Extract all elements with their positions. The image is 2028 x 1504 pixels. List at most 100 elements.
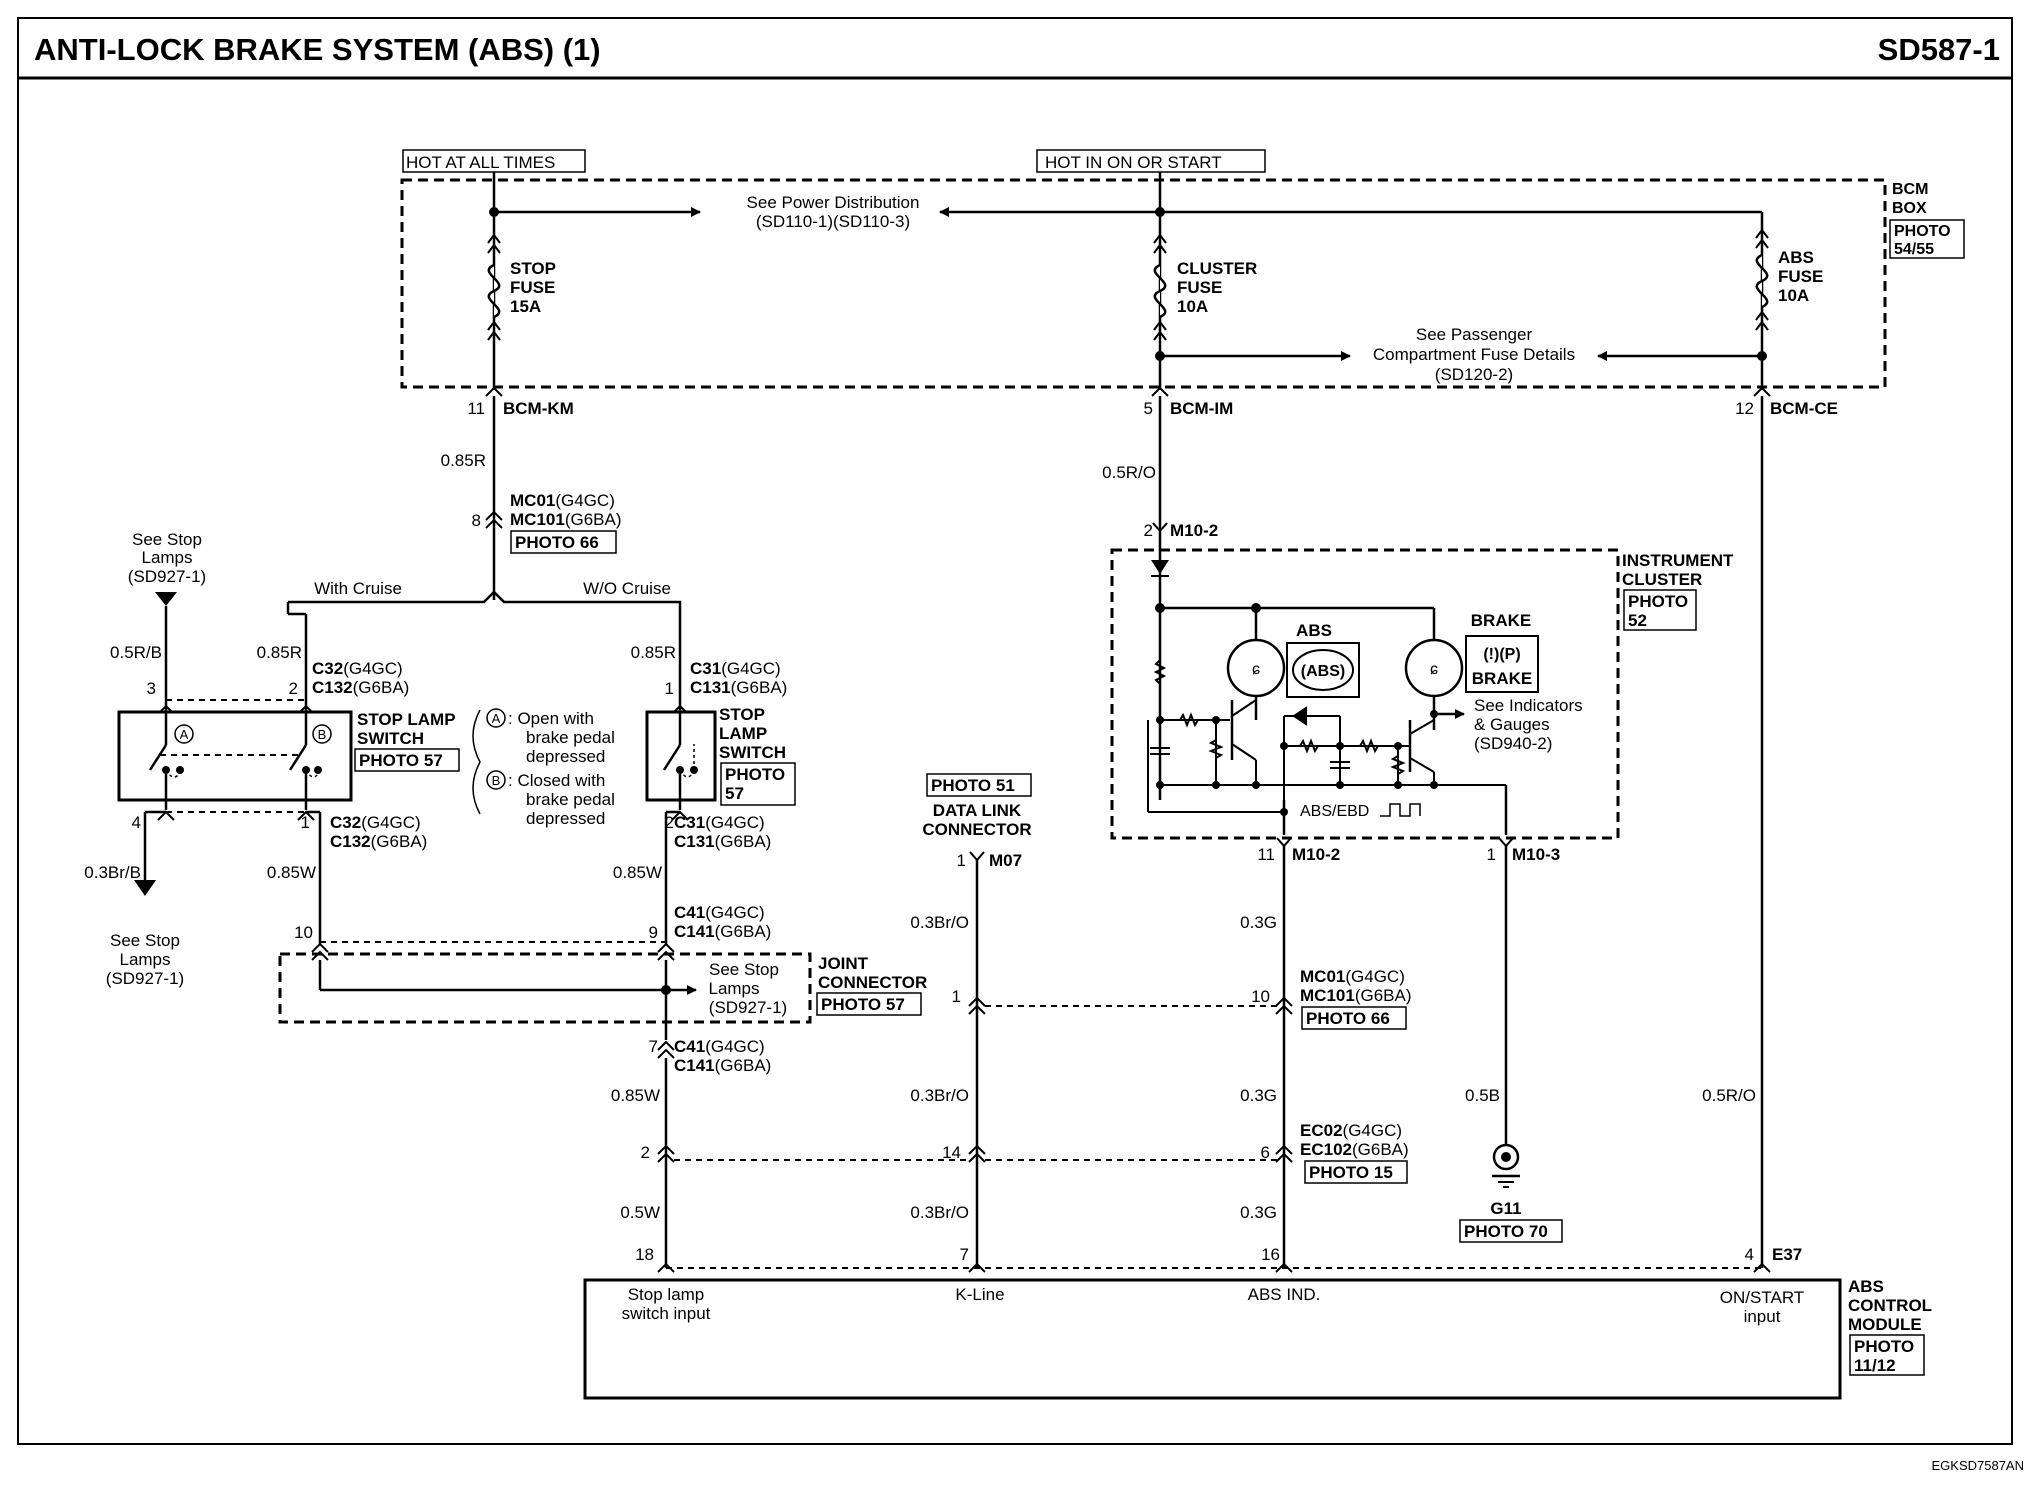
abs-ebd-label: ABS/EBD xyxy=(1300,803,1369,820)
sw-left-pin2: 2 xyxy=(289,679,298,698)
note-a-2: brake pedal xyxy=(526,728,615,747)
sw-right-pin1-top: 1 xyxy=(665,679,674,698)
stop-lamps-top-3: (SD927-1) xyxy=(128,567,206,586)
wire-05rb: 0.5R/B xyxy=(110,643,162,662)
mc101-conn: MC101(G6BA) xyxy=(510,510,622,529)
ec102-conn: EC102(G6BA) xyxy=(1300,1140,1409,1159)
with-cruise-label: With Cruise xyxy=(314,579,402,598)
see-indicators-2: & Gauges xyxy=(1474,715,1550,734)
bcm-km-pin: 11 xyxy=(467,399,485,418)
dlc-title-1: DATA LINK xyxy=(933,801,1022,820)
joint-photo: PHOTO 57 xyxy=(821,995,905,1014)
dlc-photo: PHOTO 51 xyxy=(931,776,1015,795)
cluster-fuse: CLUSTER FUSE 10A xyxy=(1153,234,1257,341)
cluster-fuse-rating: 10A xyxy=(1177,297,1208,316)
see-indicators-3: (SD940-2) xyxy=(1474,734,1552,753)
note-b-2: brake pedal xyxy=(526,790,615,809)
bcm-ce-pin: 12 xyxy=(1735,399,1754,418)
wire-03g-2: 0.3G xyxy=(1240,1086,1277,1105)
mc101-right: MC101(G6BA) xyxy=(1300,986,1412,1005)
abs-lamp-filament: ɕ xyxy=(1252,661,1260,678)
mc01-conn: MC01(G4GC) xyxy=(510,491,615,510)
c31-bottom: C31(G4GC) xyxy=(674,813,765,832)
abs-fuse-rating: 10A xyxy=(1778,286,1809,305)
see-power-dist: See Power Distribution xyxy=(747,193,920,212)
mc01-photo: PHOTO 66 xyxy=(515,533,599,552)
abs-input-stop-1: Stop lamp xyxy=(628,1285,705,1304)
sw-left-pin1: 1 xyxy=(301,813,310,832)
c41-top: C41(G4GC) xyxy=(674,903,765,922)
sw-right-pin2: 2 xyxy=(665,813,674,832)
ground-photo: PHOTO 70 xyxy=(1464,1222,1548,1241)
sw-left-pin4: 4 xyxy=(132,813,141,832)
stop-lamp-switch-without-cruise: 1 2 xyxy=(645,679,717,832)
ec02-conn: EC02(G4GC) xyxy=(1300,1121,1402,1140)
stop-switch2-title-3: SWITCH xyxy=(719,743,786,762)
ec-pin2: 2 xyxy=(641,1143,650,1162)
wire-03bro-3: 0.3Br/O xyxy=(910,1203,969,1222)
hot-on-start-label: HOT IN ON OR START xyxy=(1045,153,1222,172)
abs-fuse-word: FUSE xyxy=(1778,267,1823,286)
jc-stop-lamps-3: (SD927-1) xyxy=(709,998,787,1017)
abs-fuse: ABS FUSE 10A xyxy=(1755,229,1823,331)
ec-pin14: 14 xyxy=(942,1143,961,1162)
dlc-m07: M07 xyxy=(989,851,1022,870)
stop-lamps-bottom-2: Lamps xyxy=(119,950,170,969)
cluster-photo-num: 52 xyxy=(1628,611,1647,630)
jc-stop-lamps-1: See Stop xyxy=(709,960,779,979)
bcm-label-box: BOX xyxy=(1892,200,1927,217)
abs-pin7: 7 xyxy=(960,1245,969,1264)
m103-label: M10-3 xyxy=(1512,845,1560,864)
wire-03g-1: 0.3G xyxy=(1240,913,1277,932)
stop-switch2-title-1: STOP xyxy=(719,705,765,724)
jc-pin10: 10 xyxy=(294,923,313,942)
abs-warning-icon: (ABS) xyxy=(1301,663,1345,680)
c131-top: C131(G6BA) xyxy=(690,678,787,697)
e37-label: E37 xyxy=(1772,1245,1802,1264)
stop-switch-title-2: SWITCH xyxy=(357,729,424,748)
abs-input-onstart-1: ON/START xyxy=(1720,1288,1804,1307)
wo-cruise-label: W/O Cruise xyxy=(583,579,671,598)
c132-bottom: C132(G6BA) xyxy=(330,832,427,851)
wire-05ro-bcm: 0.5R/O xyxy=(1102,463,1156,482)
c32-top: C32(G4GC) xyxy=(312,659,403,678)
m102-bottom: M10-2 xyxy=(1292,845,1340,864)
abs-pin16: 16 xyxy=(1261,1245,1280,1264)
abs-module-title-2: CONTROL xyxy=(1848,1296,1932,1315)
c141-bottom: C141(G6BA) xyxy=(674,1056,771,1075)
stop-switch-photo: PHOTO 57 xyxy=(359,751,443,770)
note-b-mark: B xyxy=(492,773,501,788)
bcm-im-pin: 5 xyxy=(1144,399,1153,418)
stop-lamps-bottom-1: See Stop xyxy=(110,931,180,950)
stop-fuse-word: FUSE xyxy=(510,278,555,297)
sw-left-a-mark: A xyxy=(180,727,189,742)
wire-085w-left: 0.85W xyxy=(267,863,316,882)
footer-code: EGKSD7587AN xyxy=(1932,1458,2025,1473)
diagram-code: SD587-1 xyxy=(1878,32,2000,67)
stop-lamps-top-2: Lamps xyxy=(141,548,192,567)
sw-left-pin3: 3 xyxy=(147,679,156,698)
wire-03bro-1: 0.3Br/O xyxy=(910,913,969,932)
see-passenger-ref: (SD120-2) xyxy=(1435,365,1513,384)
brake-lamp-filament: ɕ xyxy=(1430,661,1438,678)
abs-pin4: 4 xyxy=(1745,1245,1754,1264)
stop-fuse-name: STOP xyxy=(510,259,556,278)
wire-03g-3: 0.3G xyxy=(1240,1203,1277,1222)
brake-lamp-label: BRAKE xyxy=(1471,611,1531,630)
mc01-right-photo: PHOTO 66 xyxy=(1306,1009,1390,1028)
wire-05w: 0.5W xyxy=(620,1203,660,1222)
wire-05b: 0.5B xyxy=(1465,1086,1500,1105)
abs-lamp-label: ABS xyxy=(1296,621,1332,640)
stop-fuse: STOP FUSE 15A xyxy=(487,234,556,341)
diagram-title: ANTI-LOCK BRAKE SYSTEM (ABS) (1) xyxy=(34,32,601,67)
c32-bottom: C32(G4GC) xyxy=(330,813,421,832)
mc01-pin10: 10 xyxy=(1251,987,1270,1006)
note-a-3: depressed xyxy=(526,747,605,766)
note-a-mark: A xyxy=(492,711,501,726)
instrument-cluster: ɕ ɕ xyxy=(1110,531,1620,840)
stop-switch-title-1: STOP LAMP xyxy=(357,710,456,729)
abs-input-onstart-2: input xyxy=(1744,1307,1781,1326)
sw-left-b-mark: B xyxy=(318,727,327,742)
